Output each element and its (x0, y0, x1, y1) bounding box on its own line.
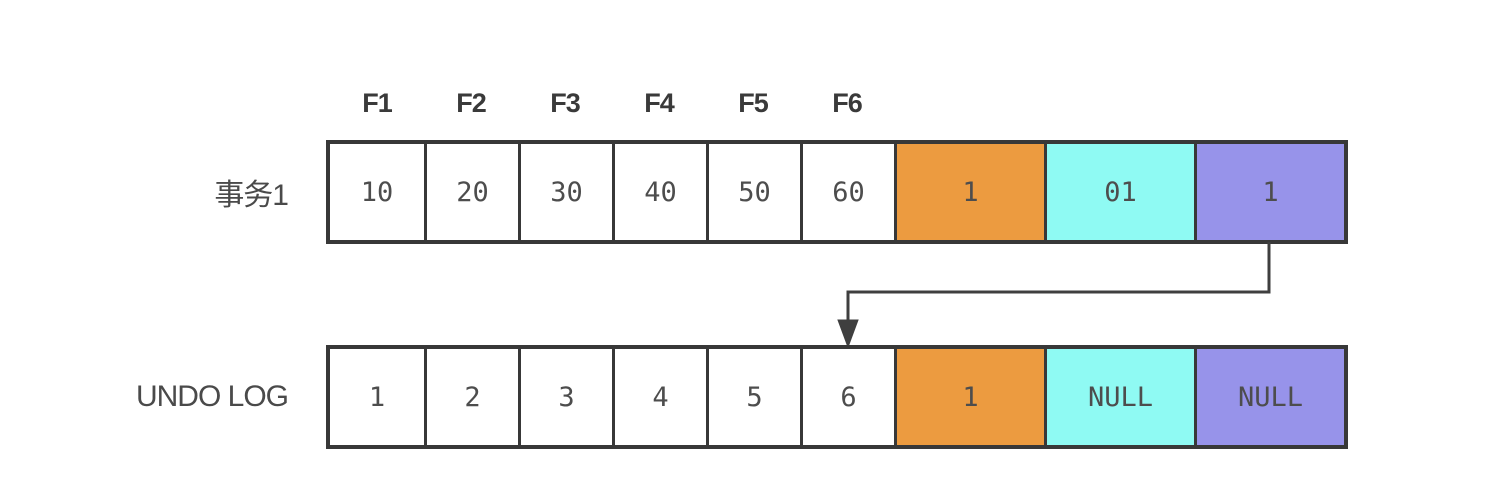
field-header-f2: F2 (456, 88, 487, 118)
field-header-f4: F4 (644, 88, 675, 118)
cell-f5-value: 50 (706, 144, 800, 240)
field-header-f1: F1 (362, 88, 393, 118)
field-header-f3: F3 (550, 88, 581, 118)
cell-f4-value: 40 (612, 144, 706, 240)
undo-cell-f6: 6 (800, 349, 894, 445)
undo-log-row-label: UNDO LOG (135, 380, 289, 413)
cell-f1-value: 10 (330, 144, 424, 240)
transaction-row-label: 事务1 (214, 179, 289, 212)
undo-cell-f1: 1 (330, 349, 424, 445)
transaction-row: 10 20 30 40 50 60 1 01 1 (326, 140, 1348, 244)
cell-row-id: 01 (1044, 144, 1194, 240)
undo-cell-f3: 3 (518, 349, 612, 445)
field-header-row: F1 F2 F3 F4 F5 F6 (330, 86, 894, 120)
undo-cell-f5: 5 (706, 349, 800, 445)
field-header-f6: F6 (832, 88, 863, 118)
undo-cell-f2: 2 (424, 349, 518, 445)
undo-cell-trx-id: 1 (894, 349, 1044, 445)
cell-f2-value: 20 (424, 144, 518, 240)
undo-cell-roll-pointer: NULL (1194, 349, 1344, 445)
undo-cell-f4: 4 (612, 349, 706, 445)
cell-f3-value: 30 (518, 144, 612, 240)
cell-f6-value: 60 (800, 144, 894, 240)
cell-trx-id: 1 (894, 144, 1044, 240)
undo-cell-row-id: NULL (1044, 349, 1194, 445)
undo-log-row: 1 2 3 4 5 6 1 NULL NULL (326, 345, 1348, 449)
field-header-f5: F5 (738, 88, 769, 118)
cell-roll-pointer: 1 (1194, 144, 1344, 240)
